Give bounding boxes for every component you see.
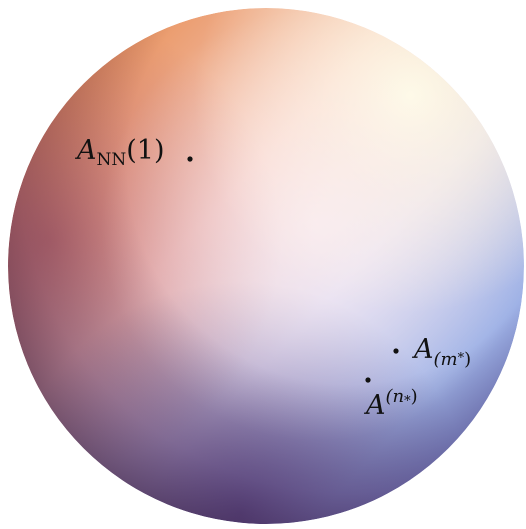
label-ann1-subscript: NN bbox=[97, 150, 127, 170]
label-an-superscript: (n bbox=[386, 386, 405, 407]
point-ann1 bbox=[187, 156, 193, 162]
label-ann1: ANN(1) bbox=[74, 135, 165, 170]
point-an bbox=[365, 377, 371, 383]
label-am-subscript-close: ) bbox=[464, 349, 471, 370]
label-an: A(n*) bbox=[363, 386, 418, 421]
label-an-superscript-star: * bbox=[404, 394, 411, 409]
label-ann1-symbol: A bbox=[74, 135, 97, 166]
label-am-symbol: A bbox=[411, 334, 434, 365]
label-am-subscript: (m bbox=[434, 349, 458, 370]
label-am: A(m*) bbox=[411, 334, 471, 370]
label-am-subscript-star: * bbox=[458, 351, 465, 366]
sphere bbox=[8, 8, 524, 524]
label-ann1-argument: (1) bbox=[126, 135, 164, 166]
point-am bbox=[393, 348, 399, 354]
label-an-superscript-close: ) bbox=[411, 386, 418, 407]
label-an-symbol: A bbox=[363, 390, 386, 421]
